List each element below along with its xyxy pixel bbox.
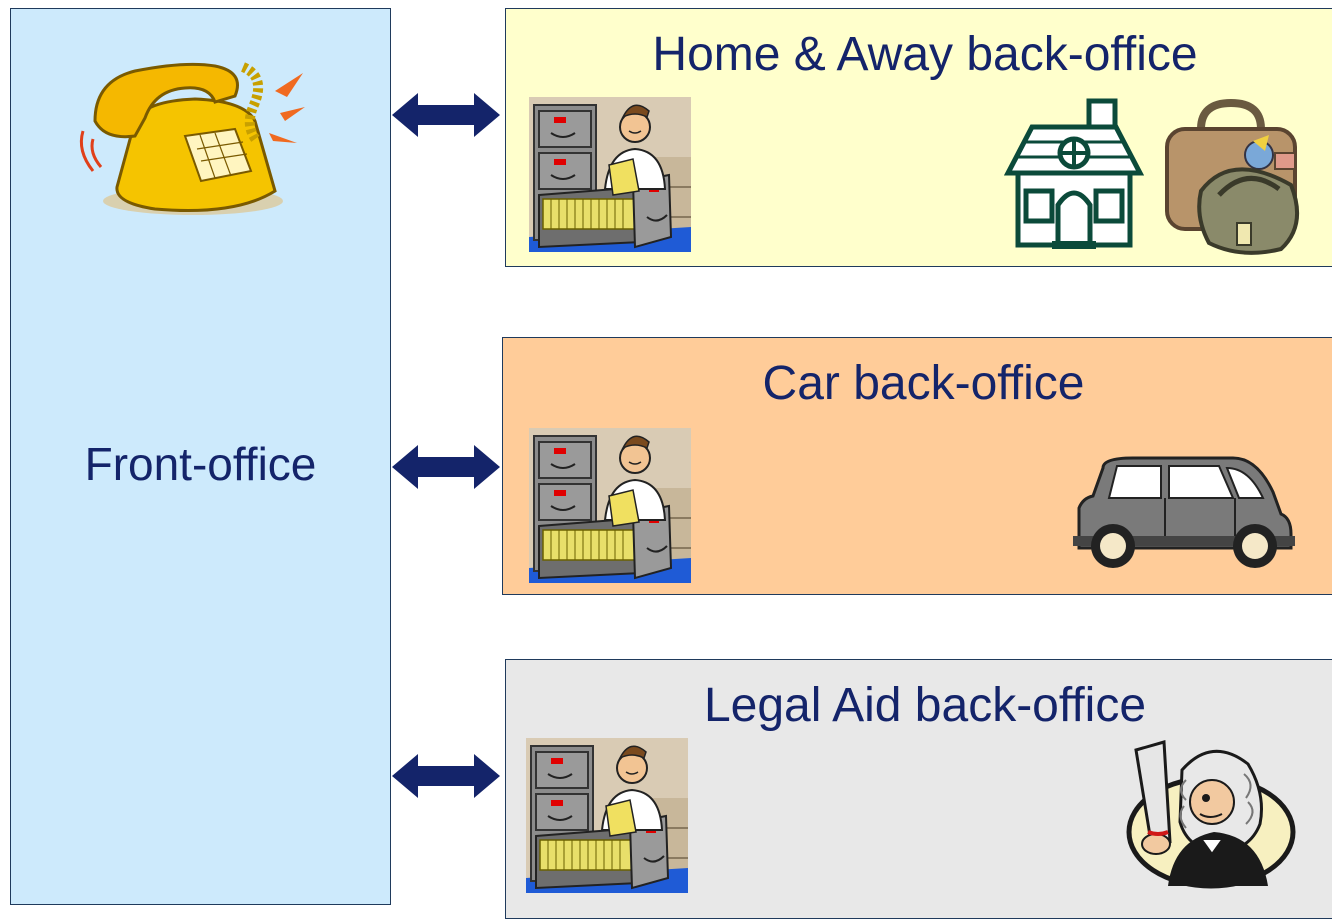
filing-clerk-icon — [529, 428, 691, 583]
double-arrow-icon — [392, 445, 502, 491]
car-back-office-label: Car back-office — [503, 356, 1332, 411]
home-away-back-office-label: Home & Away back-office — [506, 27, 1332, 82]
luggage-icon — [1161, 99, 1311, 255]
front-office-panel: Front-office — [10, 8, 391, 905]
double-arrow-icon — [392, 754, 502, 800]
front-office-label: Front-office — [11, 437, 390, 491]
filing-clerk-icon — [526, 738, 688, 893]
legal-aid-back-office-label: Legal Aid back-office — [506, 678, 1332, 733]
double-arrow-icon — [392, 93, 502, 139]
legal-aid-back-office-panel: Legal Aid back-office — [505, 659, 1332, 919]
telephone-icon — [75, 51, 305, 221]
home-away-back-office-panel: Home & Away back-office — [505, 8, 1332, 267]
filing-clerk-icon — [529, 97, 691, 252]
car-icon — [1073, 454, 1295, 570]
car-back-office-panel: Car back-office — [502, 337, 1332, 595]
judge-icon — [1116, 740, 1296, 890]
house-icon — [1004, 95, 1144, 251]
